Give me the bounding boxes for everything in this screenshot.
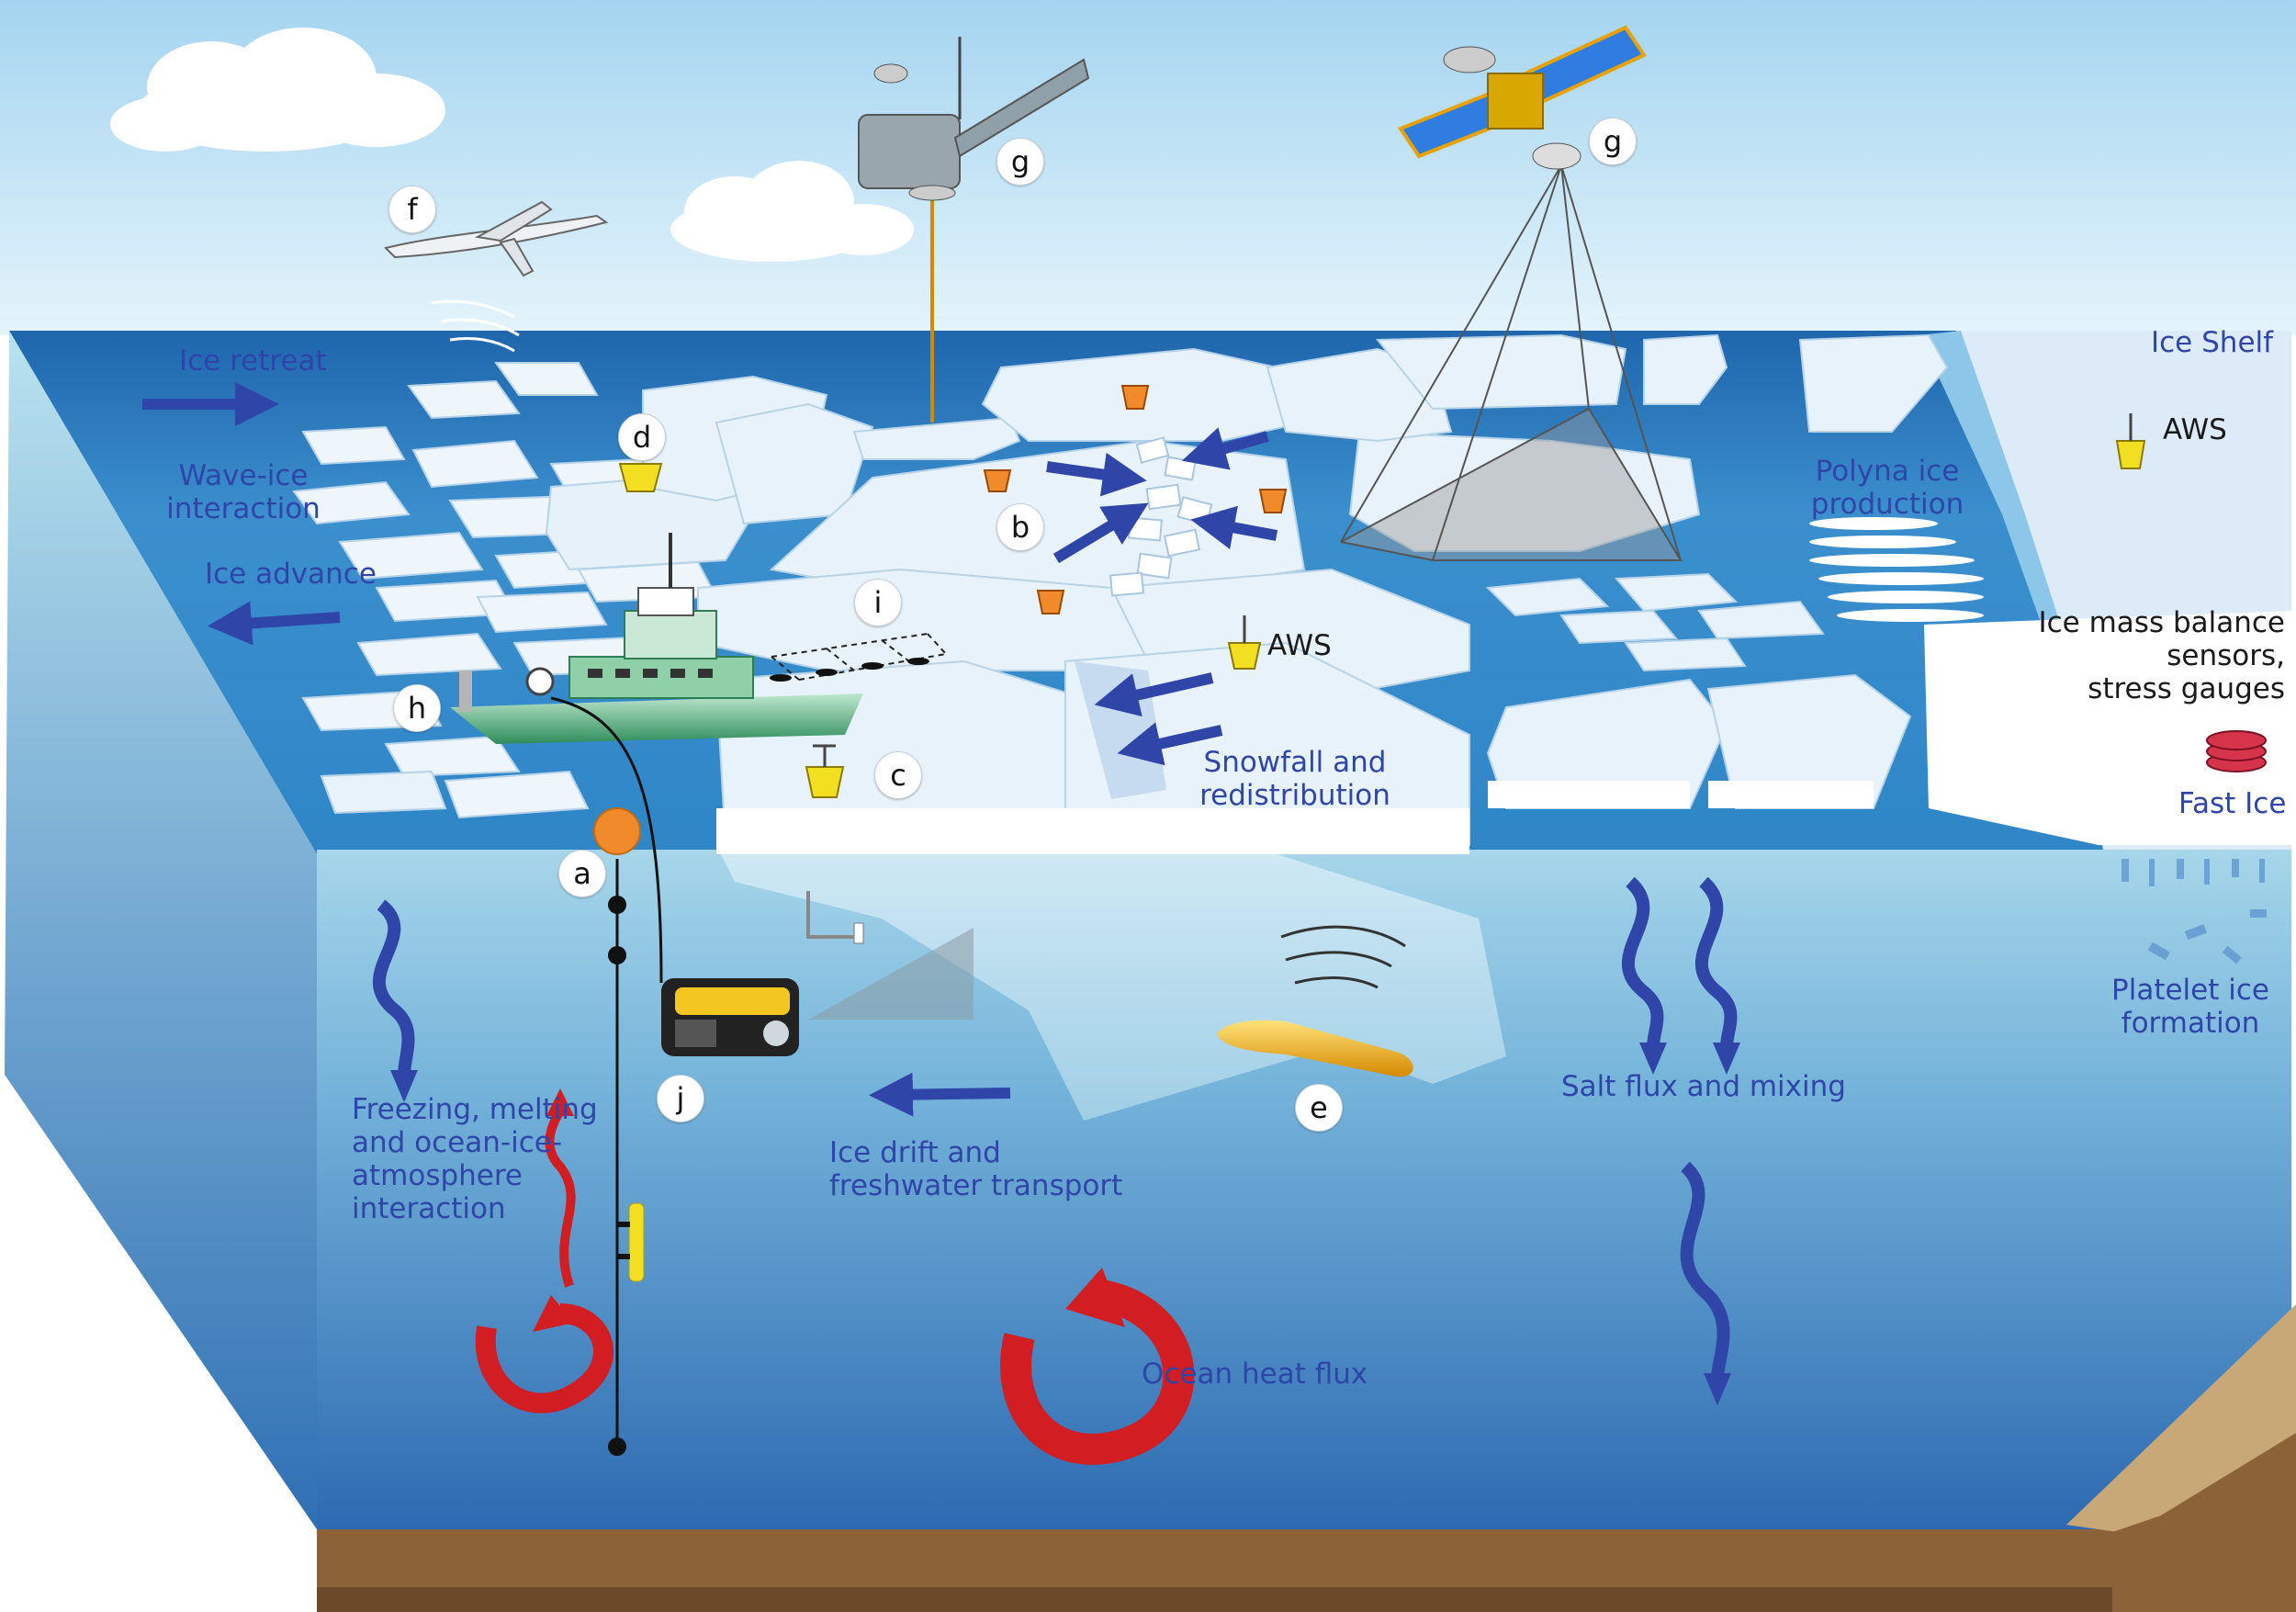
cloud-left xyxy=(110,28,445,152)
marker-a: a xyxy=(558,850,606,897)
marker-f: f xyxy=(388,186,436,233)
auv-icon xyxy=(1217,925,1413,1077)
label-ice-mass-balance: Ice mass balance sensors, stress gauges xyxy=(2038,606,2285,705)
heat-flux-arrowheads xyxy=(533,1088,1125,1332)
marker-b: b xyxy=(996,503,1044,551)
ice-buoy-icon xyxy=(618,385,2267,798)
marker-e: e xyxy=(1295,1084,1343,1132)
label-ice-drift: Ice drift and freshwater transport xyxy=(829,1136,1123,1202)
label-wave-ice-interaction: Wave-ice interaction xyxy=(166,459,321,525)
label-ice-retreat: Ice retreat xyxy=(179,344,327,378)
platelet-ice-crystals xyxy=(2122,859,2267,964)
label-snowfall-redistribution: Snowfall and redistribution xyxy=(1199,746,1390,812)
marker-h: h xyxy=(393,684,441,732)
label-ice-shelf: Ice Shelf xyxy=(2151,326,2274,359)
label-salt-flux-mixing: Salt flux and mixing xyxy=(1561,1070,1846,1103)
label-polyna-ice-production: Polyna ice production xyxy=(1810,455,1964,521)
research-vessel-icon xyxy=(450,533,863,984)
label-aws-floe: AWS xyxy=(1267,629,1332,662)
mooring-icon xyxy=(593,807,645,1456)
marker-j: j xyxy=(657,1075,704,1122)
floe-edges xyxy=(716,781,1874,854)
label-ocean-heat-flux: Ocean heat flux xyxy=(1142,1358,1368,1391)
marker-g-left: g xyxy=(996,138,1044,186)
satellite-footprint xyxy=(1340,164,1683,561)
label-freezing-melting: Freezing, melting and ocean-ice- atmosph… xyxy=(352,1093,598,1225)
marker-g-right: g xyxy=(1589,118,1637,165)
salt-flux-arrows xyxy=(372,876,1738,1379)
marker-c: c xyxy=(874,751,922,799)
label-platelet-ice-formation: Platelet ice formation xyxy=(2111,974,2269,1040)
satellite-icon xyxy=(1397,25,1647,170)
label-aws-shelf: AWS xyxy=(2163,413,2227,446)
salt-flux-arrowheads xyxy=(390,1043,1740,1405)
marker-d: d xyxy=(618,413,666,461)
label-fast-ice: Fast Ice xyxy=(2178,787,2287,820)
surface-arrows xyxy=(142,382,1278,1117)
polynya-streaks xyxy=(1809,517,1984,622)
rov-icon xyxy=(661,978,799,1056)
uav-icon xyxy=(384,200,609,353)
heat-flux-arrows xyxy=(475,1109,1195,1465)
marker-i: i xyxy=(854,579,902,626)
cloud-center xyxy=(670,161,914,262)
label-ice-advance: Ice advance xyxy=(205,558,377,591)
satellite-icon xyxy=(858,37,1090,423)
